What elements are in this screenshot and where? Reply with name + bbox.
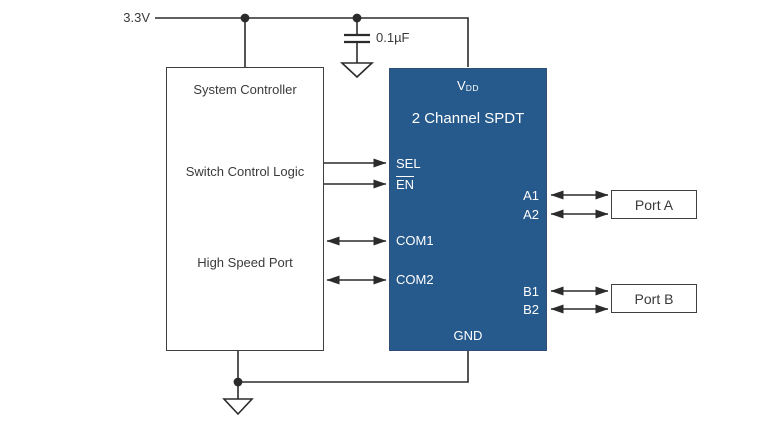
vdd-subscript: DD: [465, 83, 479, 93]
system-controller-title: System Controller: [193, 82, 297, 97]
b2-pin-label: B2: [523, 302, 539, 317]
com1-pin-label: COM1: [396, 233, 434, 248]
vdd-main: V: [457, 78, 466, 93]
a2-pin-label: A2: [523, 207, 539, 222]
port-b-label: Port B: [634, 290, 674, 307]
junction-dot: [233, 377, 243, 387]
power-rail-label: 3.3V: [123, 10, 150, 25]
vdd-pin-label: VDD: [390, 78, 546, 96]
en-overline-text: EN: [396, 176, 415, 192]
en-pin-label: EN: [396, 176, 415, 193]
capacitor-ground-symbol: [339, 62, 375, 79]
b1-pin-label: B1: [523, 284, 539, 299]
system-controller-block: System Controller Switch Control Logic H…: [166, 67, 324, 351]
high-speed-port-label: High Speed Port: [197, 255, 293, 270]
power-rail-wire: [155, 17, 469, 67]
port-b-box: Port B: [611, 284, 697, 313]
spdt-switch-block: VDD 2 Channel SPDT SEL EN COM1 COM2 A1 A…: [389, 68, 547, 351]
com2-pin-label: COM2: [396, 272, 434, 287]
capacitor-label: 0.1µF: [376, 30, 410, 45]
gnd-rail-wire: [238, 351, 469, 383]
a1-pin-label: A1: [523, 188, 539, 203]
spdt-title: 2 Channel SPDT: [411, 110, 525, 127]
junction-dot: [352, 13, 362, 23]
port-a-label: Port A: [634, 196, 674, 213]
sel-pin-label: SEL: [396, 156, 421, 171]
gnd-pin-label: GND: [453, 328, 483, 343]
port-a-box: Port A: [611, 190, 697, 219]
junction-dot: [240, 13, 250, 23]
ground-symbol: [222, 398, 254, 416]
switch-control-logic-label: Switch Control Logic: [185, 164, 305, 179]
